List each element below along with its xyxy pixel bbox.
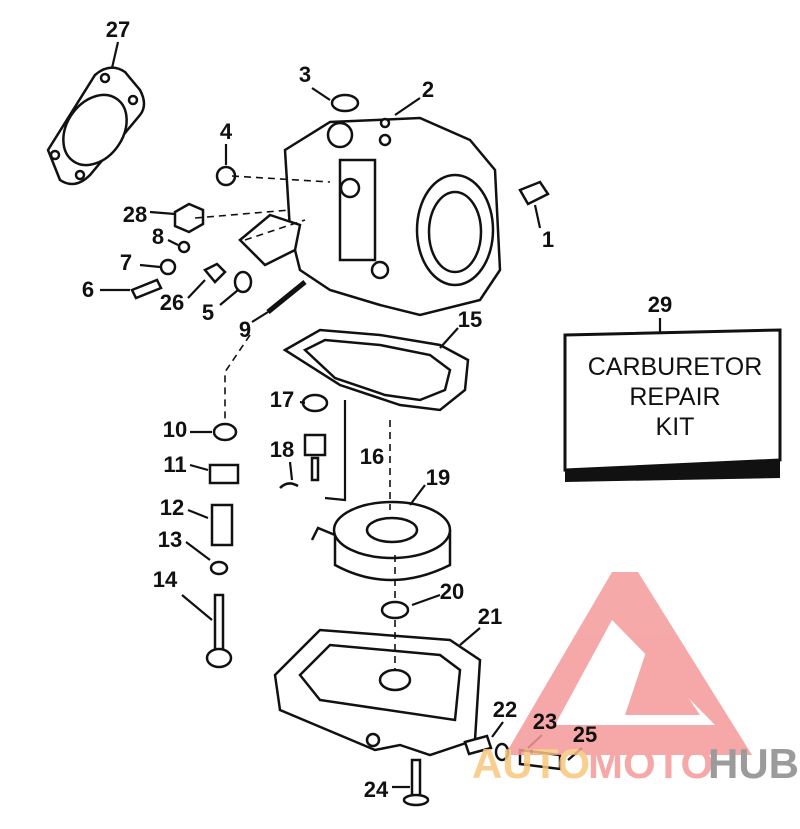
bracket-16 — [324, 400, 347, 502]
automotohub-watermark: AUTO MOTO HUB — [472, 572, 799, 787]
callout-1: 1 — [542, 227, 554, 252]
callout-25: 25 — [573, 722, 597, 747]
callout-23: 23 — [533, 709, 557, 734]
kit-line1: CARBURETOR — [588, 353, 763, 381]
screw-6 — [130, 278, 163, 300]
callout-19: 19 — [426, 465, 450, 490]
callout-13: 13 — [158, 527, 182, 552]
assembly-lines — [194, 175, 396, 670]
leader-lines — [100, 41, 662, 789]
callout-29: 29 — [648, 292, 672, 317]
callout-10: 10 — [163, 417, 187, 442]
kit-line2: REPAIR — [629, 383, 720, 411]
callout-20: 20 — [440, 579, 464, 604]
nut-11 — [208, 463, 240, 485]
watermark-moto: MOTO — [588, 740, 713, 787]
float-bowl-21 — [273, 628, 482, 757]
ball-2 — [379, 117, 391, 129]
callout-11: 11 — [163, 452, 186, 477]
watermark-hub: HUB — [708, 740, 799, 787]
gasket-27 — [46, 66, 146, 186]
washer-7 — [159, 258, 177, 276]
spring-12 — [210, 503, 234, 547]
washer-5 — [233, 270, 253, 294]
clip-8 — [177, 240, 191, 254]
callout-22: 22 — [493, 697, 517, 722]
screw-1 — [518, 180, 550, 206]
repair-kit-box: CARBURETOR REPAIR KIT — [563, 328, 782, 482]
screw-9 — [266, 280, 307, 314]
callout-12: 12 — [160, 495, 184, 520]
callout-24: 24 — [364, 777, 389, 802]
callout-15: 15 — [458, 307, 482, 332]
watermark-logo-triangle — [505, 572, 752, 755]
screw-head-14 — [205, 647, 233, 669]
link-26 — [203, 262, 227, 284]
callout-6: 6 — [82, 277, 94, 302]
kit-line3: KIT — [656, 413, 695, 441]
needle-seat-16 — [303, 433, 327, 457]
gasket-20 — [380, 600, 410, 620]
callout-28: 28 — [123, 202, 147, 227]
clip-18 — [279, 482, 299, 489]
carburetor-body — [238, 116, 502, 317]
watermark-logo-inner — [625, 640, 700, 715]
callout-18: 18 — [270, 437, 294, 462]
needle-16 — [310, 456, 320, 482]
callout-27: 27 — [106, 17, 130, 42]
washer-10 — [212, 422, 238, 442]
washer-13 — [209, 560, 229, 576]
callout-9: 9 — [239, 317, 251, 342]
callout-21: 21 — [478, 604, 502, 629]
watermark-auto: AUTO — [472, 740, 590, 787]
screw-head-24 — [402, 793, 430, 807]
plug-3 — [330, 93, 360, 113]
screw-22 — [463, 734, 493, 756]
callout-8: 8 — [152, 224, 164, 249]
callout-14: 14 — [153, 567, 178, 592]
callout-5: 5 — [202, 300, 214, 325]
gasket-15 — [282, 328, 470, 412]
callout-26: 26 — [160, 290, 184, 315]
callout-16: 16 — [360, 444, 384, 469]
seat-17 — [301, 393, 329, 413]
callout-4: 4 — [220, 119, 233, 144]
callout-17: 17 — [270, 387, 294, 412]
nut-28 — [173, 202, 205, 234]
callout-2: 2 — [422, 77, 434, 102]
callout-7: 7 — [120, 250, 132, 275]
screw-14 — [213, 593, 225, 652]
callout-3: 3 — [299, 62, 311, 87]
float-19 — [310, 500, 452, 582]
